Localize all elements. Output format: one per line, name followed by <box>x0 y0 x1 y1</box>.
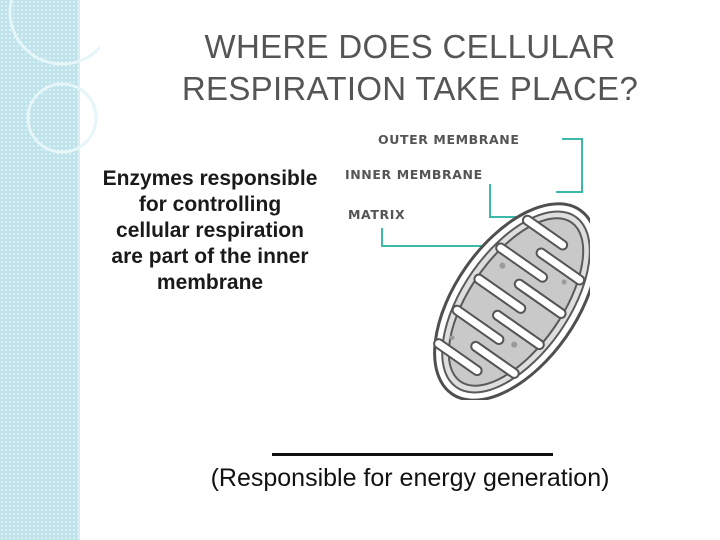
slide-title: WHERE DOES CELLULAR RESPIRATION TAKE PLA… <box>140 26 680 110</box>
answer-blank-line <box>272 453 553 456</box>
decorative-circles <box>0 0 100 220</box>
mitochondrion-shape <box>402 175 590 400</box>
label-matrix: MATRIX <box>348 207 405 222</box>
caption-text: (Responsible for energy generation) <box>160 462 660 494</box>
title-line-2: RESPIRATION TAKE PLACE? <box>140 68 680 110</box>
body-text: Enzymes responsible for controlling cell… <box>100 166 320 296</box>
leader-line-outer <box>556 139 582 192</box>
label-outer-membrane: OUTER MEMBRANE <box>378 132 519 147</box>
label-inner-membrane: INNER MEMBRANE <box>345 167 483 182</box>
mitochondrion-diagram: OUTER MEMBRANE INNER MEMBRANE MATRIX <box>330 120 590 400</box>
title-line-1: WHERE DOES CELLULAR <box>140 26 680 68</box>
